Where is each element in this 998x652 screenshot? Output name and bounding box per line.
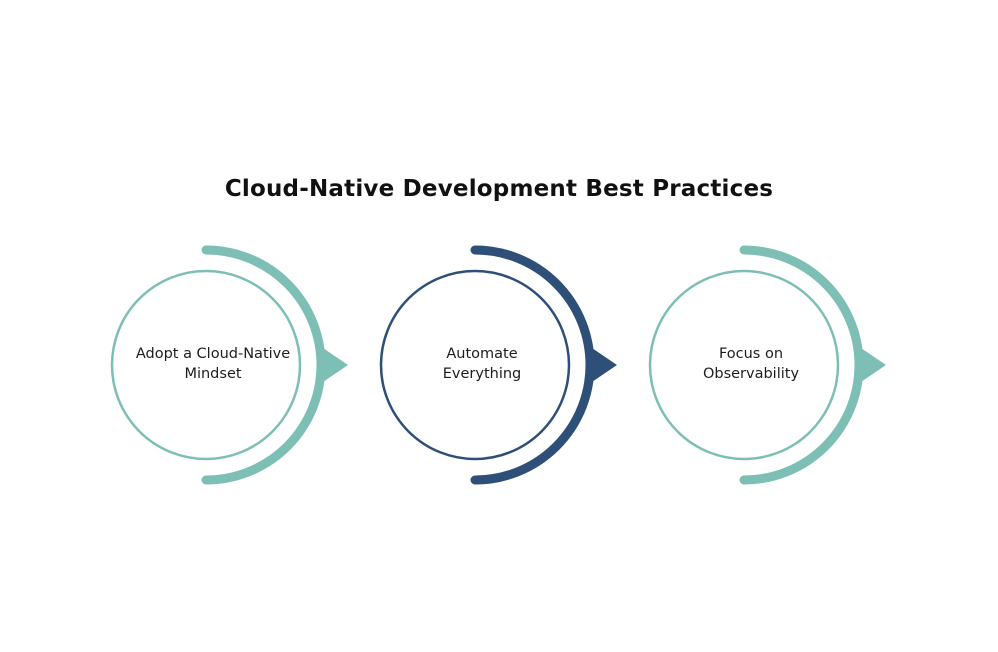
diagram-title: Cloud-Native Development Best Practices xyxy=(224,176,774,202)
step-1-inner-circle xyxy=(110,269,302,461)
step-1-label: Adopt a Cloud-Native Mindset xyxy=(118,344,308,384)
step-2-label-line-1: Automate xyxy=(446,346,518,362)
step-2: Automate Everything xyxy=(379,240,629,490)
step-2-arrow-icon xyxy=(589,346,617,384)
step-3: Focus on Observability xyxy=(648,240,898,490)
step-3-arrow-icon xyxy=(858,346,886,384)
step-3-label: Focus on Observability xyxy=(656,344,846,384)
step-1: Adopt a Cloud-Native Mindset xyxy=(110,240,360,490)
step-2-label-line-2: Everything xyxy=(442,366,522,382)
step-1-arrow-icon xyxy=(320,346,348,384)
step-2-inner-circle xyxy=(379,269,571,461)
step-1-graphic xyxy=(110,245,348,485)
step-1-label-line-1: Adopt a Cloud-Native xyxy=(135,346,291,362)
step-3-graphic xyxy=(648,245,886,485)
step-3-label-line-2: Observability xyxy=(702,366,800,382)
step-2-graphic xyxy=(379,245,617,485)
step-3-inner-circle xyxy=(648,269,840,461)
step-3-label-line-1: Focus on xyxy=(718,346,784,362)
step-2-label: Automate Everything xyxy=(387,344,577,384)
step-1-label-line-2: Mindset xyxy=(184,366,242,382)
